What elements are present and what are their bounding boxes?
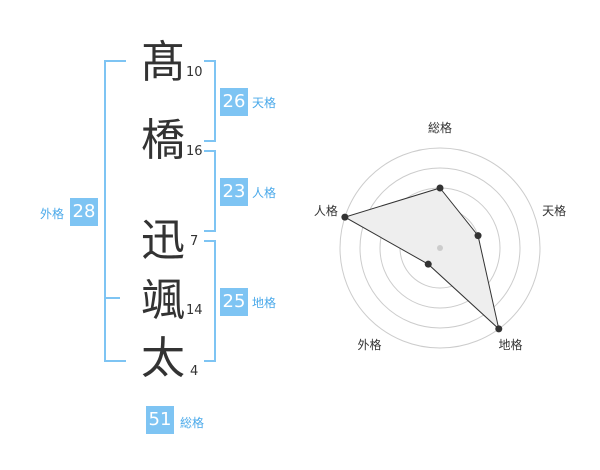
gaikaku-value-badge: 28 [70, 198, 98, 226]
radar-point [495, 325, 503, 333]
name-char-3: 迅 [141, 215, 185, 266]
stroke-count-1: 10 [186, 65, 203, 80]
radar-axis-label: 人格 [314, 203, 338, 218]
radar-point [436, 184, 444, 192]
radar-point [341, 213, 349, 221]
radar-center [437, 245, 443, 251]
chikaku-label: 地格 [252, 296, 277, 310]
radar-axis-label: 地格 [499, 337, 523, 352]
tenkaku-bracket [204, 60, 216, 142]
chikaku-value-badge: 25 [220, 288, 248, 316]
radar-area [343, 187, 500, 331]
jinkaku-bracket [204, 150, 216, 232]
gaikaku-bracket [104, 60, 126, 362]
jinkaku-label: 人格 [252, 186, 277, 200]
gaikaku-bracket-split [104, 297, 120, 299]
stroke-count-5: 4 [190, 364, 199, 379]
radar-point [474, 232, 482, 240]
stroke-count-3: 7 [190, 234, 199, 249]
name-char-5: 太 [141, 333, 185, 384]
tenkaku-label: 天格 [252, 96, 277, 110]
radar-points [341, 184, 503, 333]
radar-axis-label: 外格 [357, 337, 381, 352]
radar-ring [359, 167, 521, 329]
soukaku-value-badge: 51 [146, 406, 174, 434]
name-char-2: 橋 [141, 115, 185, 166]
name-char-1: 髙 [141, 37, 185, 88]
gaikaku-label: 外格 [40, 207, 65, 221]
soukaku-label: 総格 [180, 416, 205, 430]
radar-axis-label: 総格 [428, 120, 452, 135]
radar-ring [339, 147, 541, 349]
jinkaku-value-badge: 23 [220, 178, 248, 206]
stroke-count-2: 16 [186, 144, 203, 159]
name-char-4: 颯 [141, 275, 185, 326]
radar-axis-label: 天格 [542, 203, 566, 218]
tenkaku-value-badge: 26 [220, 88, 248, 116]
stroke-count-4: 14 [186, 303, 203, 318]
radar-point [424, 260, 432, 268]
chikaku-bracket [204, 240, 216, 362]
